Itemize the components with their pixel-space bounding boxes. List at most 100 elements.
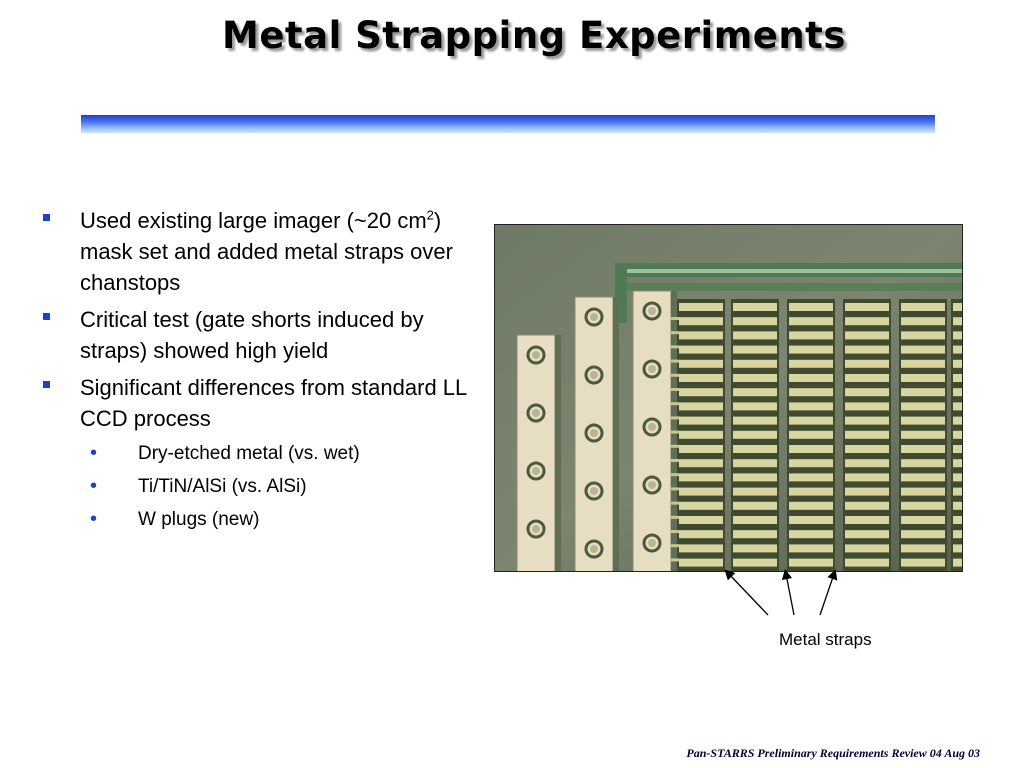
via-ring bbox=[584, 423, 604, 443]
metal-strap bbox=[679, 487, 723, 496]
metal-strap bbox=[845, 388, 889, 397]
pad-column-edge bbox=[613, 297, 619, 571]
metal-strap bbox=[953, 359, 962, 368]
metal-strap bbox=[789, 516, 833, 524]
metal-strap bbox=[845, 487, 889, 496]
photo-caption: Metal straps bbox=[779, 630, 872, 649]
metal-strap bbox=[901, 487, 945, 496]
superscript: 2 bbox=[426, 207, 434, 223]
via-center bbox=[648, 365, 656, 373]
metal-strap bbox=[733, 430, 777, 439]
bullet-text: Significant differences from standard LL… bbox=[80, 375, 467, 431]
strap-link bbox=[671, 331, 679, 335]
metal-strap bbox=[789, 459, 833, 468]
metal-strap bbox=[679, 402, 723, 411]
metal-strap bbox=[953, 430, 962, 439]
metal-strap bbox=[901, 303, 945, 311]
metal-strap bbox=[953, 459, 962, 468]
via-center bbox=[590, 371, 598, 379]
metal-strap bbox=[733, 388, 777, 397]
metal-strap bbox=[789, 331, 833, 340]
strap-link bbox=[671, 515, 679, 519]
metal-strap bbox=[953, 303, 962, 311]
strap-link bbox=[671, 430, 679, 434]
metal-strap bbox=[789, 388, 833, 397]
metal-strap bbox=[953, 374, 962, 382]
metal-strap bbox=[953, 544, 962, 553]
metal-strap bbox=[901, 459, 945, 468]
strap-link bbox=[671, 558, 679, 562]
metal-strap bbox=[901, 473, 945, 482]
metal-strap bbox=[679, 445, 723, 453]
metal-strap bbox=[901, 317, 945, 326]
metal-strap bbox=[679, 459, 723, 468]
metal-strap bbox=[901, 402, 945, 411]
via-ring bbox=[642, 475, 662, 495]
metal-strap bbox=[733, 303, 777, 311]
via-ring bbox=[526, 461, 546, 481]
metal-strap bbox=[901, 345, 945, 354]
metal-strap bbox=[953, 501, 962, 510]
via-ring bbox=[642, 301, 662, 321]
metal-strap bbox=[953, 402, 962, 411]
metal-strap bbox=[679, 473, 723, 482]
metal-strap bbox=[733, 331, 777, 340]
metal-strap bbox=[953, 558, 962, 567]
micrograph-drawing bbox=[495, 225, 962, 571]
via-center bbox=[532, 409, 540, 417]
bullet-item: Significant differences from standard LL… bbox=[40, 372, 490, 434]
metal-strap bbox=[733, 487, 777, 496]
metal-strap bbox=[845, 473, 889, 482]
arrow-line bbox=[781, 568, 795, 616]
metal-strap bbox=[789, 473, 833, 482]
sub-bullet-text: W plugs (new) bbox=[138, 509, 260, 530]
via-center bbox=[590, 313, 598, 321]
strap-link bbox=[671, 544, 679, 548]
strap-link bbox=[671, 345, 679, 349]
bullet-item: Used existing large imager (~20 cm2) mas… bbox=[40, 205, 490, 298]
metal-strap bbox=[953, 473, 962, 482]
title-underline-bar bbox=[81, 115, 935, 133]
bullet-text: Critical test (gate shorts induced by st… bbox=[80, 307, 424, 363]
metal-strap bbox=[845, 501, 889, 510]
metal-strap bbox=[679, 516, 723, 524]
bullet-item: Critical test (gate shorts induced by st… bbox=[40, 304, 490, 366]
via-center bbox=[648, 423, 656, 431]
bullet-list: Used existing large imager (~20 cm2) mas… bbox=[40, 205, 490, 539]
bond-pad-column bbox=[632, 290, 672, 571]
metal-strap bbox=[845, 374, 889, 382]
via-ring bbox=[584, 307, 604, 327]
strap-link bbox=[671, 444, 679, 448]
via-ring bbox=[642, 533, 662, 553]
metal-strap bbox=[845, 459, 889, 468]
metal-strap bbox=[845, 445, 889, 453]
metal-strap bbox=[953, 530, 962, 539]
strap-link bbox=[671, 359, 679, 363]
metal-strap bbox=[789, 501, 833, 510]
via-center bbox=[590, 545, 598, 553]
metal-strap bbox=[845, 359, 889, 368]
metal-strap bbox=[679, 388, 723, 397]
slide-title: Metal Strapping Experiments bbox=[222, 14, 846, 57]
strap-link bbox=[671, 416, 679, 420]
metal-strap bbox=[953, 317, 962, 326]
metal-strap bbox=[845, 331, 889, 340]
metal-strap bbox=[845, 544, 889, 553]
dot-bullet-icon: • bbox=[90, 475, 98, 497]
ccd-micrograph-image bbox=[494, 224, 963, 572]
metal-strap bbox=[901, 530, 945, 539]
metal-strap bbox=[901, 558, 945, 567]
dot-bullet-icon: • bbox=[90, 442, 98, 464]
sub-bullet-text: Ti/TiN/AlSi (vs. AlSi) bbox=[138, 476, 307, 497]
metal-strap bbox=[789, 359, 833, 368]
via-center bbox=[532, 525, 540, 533]
metal-strap bbox=[901, 430, 945, 439]
strap-link bbox=[671, 402, 679, 406]
metal-strap bbox=[953, 416, 962, 425]
metal-strap bbox=[733, 473, 777, 482]
metal-strap bbox=[733, 501, 777, 510]
via-center bbox=[532, 467, 540, 475]
metal-strap bbox=[679, 359, 723, 368]
metal-strap bbox=[733, 359, 777, 368]
strap-link bbox=[671, 487, 679, 491]
